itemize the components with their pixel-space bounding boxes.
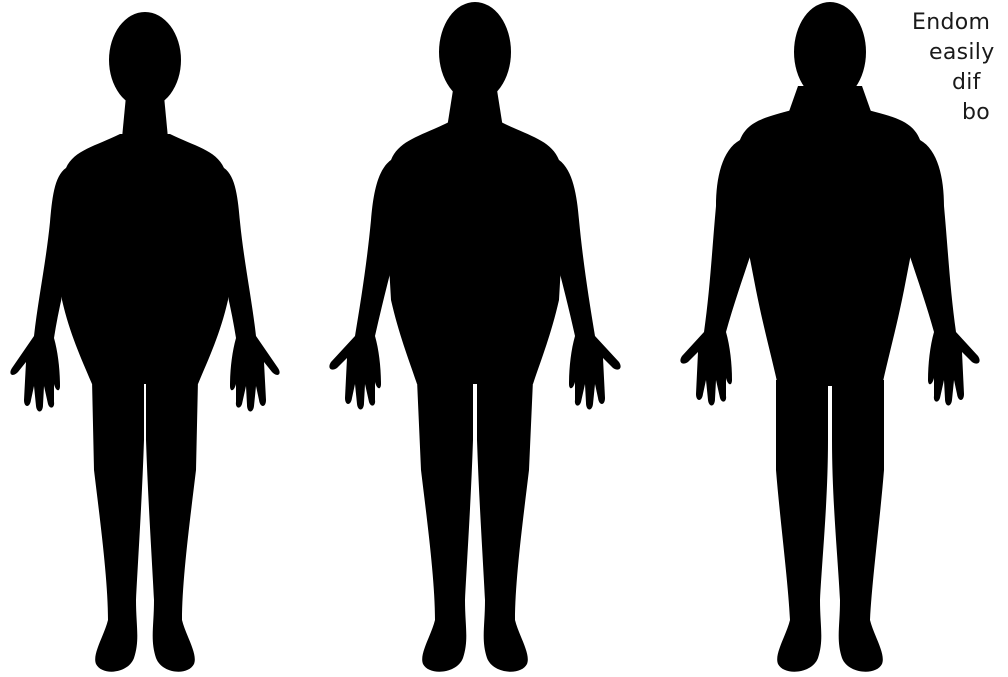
caption-line: bo: [895, 98, 1008, 128]
caption-text: Endom easily dif bo: [895, 8, 1008, 128]
mesomorph-silhouette: [325, 0, 625, 677]
ectomorph-silhouette-image: [0, 0, 300, 677]
caption-line: easily: [895, 38, 1008, 68]
mesomorph-silhouette-image: [325, 0, 625, 677]
caption-line: dif: [895, 68, 1008, 98]
ectomorph-silhouette: [0, 0, 300, 677]
caption-line: Endom: [895, 8, 1008, 38]
